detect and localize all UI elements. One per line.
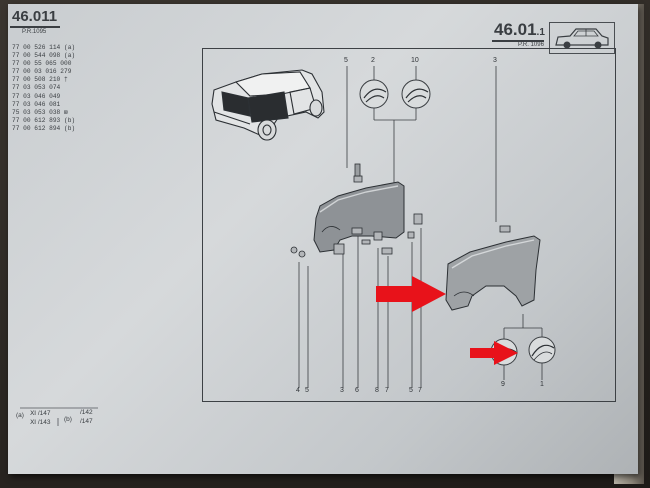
- diagram-frame: [202, 48, 616, 402]
- left-fender-drawing: [313, 181, 405, 253]
- footer-b-label: (b): [64, 416, 72, 423]
- footer-a-value: Ⅺ /147: [30, 410, 51, 417]
- callout-number: 6: [355, 387, 359, 394]
- callout-number: 3: [493, 57, 497, 64]
- callout-number: 4: [296, 387, 300, 394]
- callout-number: 7: [418, 387, 422, 394]
- page-id-sub: P.R.1095: [22, 29, 47, 35]
- car-side-icon-svg: [555, 28, 609, 49]
- right-fender-drawing: [445, 235, 541, 311]
- part-number: 77 00 612 893 (b): [12, 116, 76, 124]
- car-front-icon: [211, 69, 325, 141]
- part-number: 77 00 612 894 (b): [12, 124, 76, 132]
- car-side-icon: [549, 22, 615, 54]
- callout-number: 10: [411, 57, 419, 64]
- part-number: 77 00 03 016 279: [12, 68, 72, 76]
- part-number: 77 03 046 049: [12, 92, 61, 100]
- callout-number: 8: [375, 387, 379, 394]
- page-id-underline: [10, 26, 60, 28]
- page-code-suffix: .1: [536, 27, 545, 38]
- page-code: 46.01.1: [494, 20, 545, 40]
- footer-a-label: (a): [16, 412, 24, 419]
- callout-number: 9: [501, 381, 505, 388]
- callout-number: 3: [340, 387, 344, 394]
- detail-circle: [359, 79, 431, 109]
- callout-number: 5: [305, 387, 309, 394]
- part-number: 77 00 508 210 †: [12, 76, 68, 84]
- footer-b-value: /142: [80, 409, 93, 416]
- callout-number: 5: [344, 57, 348, 64]
- part-number: 77 00 55 065 000: [12, 60, 72, 68]
- callout-number: 2: [371, 57, 375, 64]
- part-number: 75 03 053 038 ⊠: [12, 108, 68, 116]
- callout-number: 1: [540, 381, 544, 388]
- callout-number: 7: [385, 387, 389, 394]
- part-number: 77 00 544 098 (a): [12, 52, 76, 60]
- page-code-main: 46.01: [494, 20, 537, 39]
- page-code-underline: [492, 40, 544, 42]
- part-number: 77 03 046 081: [12, 100, 61, 108]
- page-code-sub: P.R. 1096: [518, 42, 544, 48]
- callout-number: 5: [409, 387, 413, 394]
- red-arrow-icon: [376, 276, 446, 312]
- red-arrow-icon: [470, 341, 518, 365]
- footer-b-value: /147: [80, 418, 93, 425]
- page-id: 46.011: [12, 8, 58, 25]
- part-number-list: 77 00 526 114 (a) 77 00 544 098 (a) 77 0…: [12, 44, 75, 133]
- footer-a-value: Ⅺ /143: [30, 419, 51, 426]
- part-number: 77 03 053 074: [12, 84, 61, 92]
- part-number: 77 00 526 114 (a): [12, 44, 76, 51]
